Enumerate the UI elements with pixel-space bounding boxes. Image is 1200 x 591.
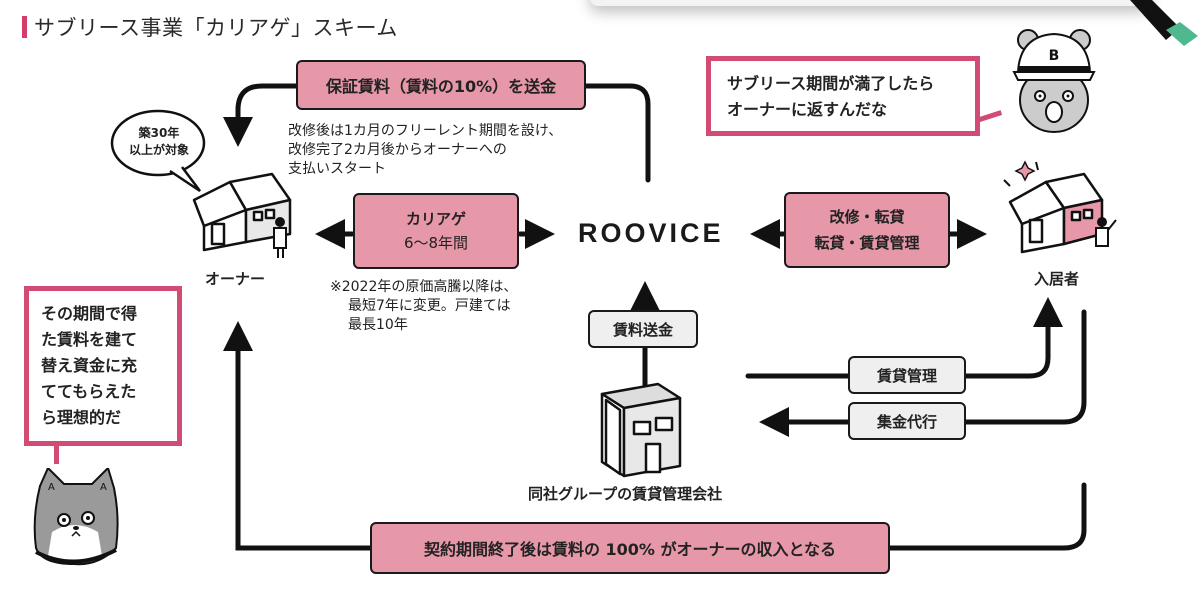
decorative-card-edge: [590, 0, 1150, 6]
cost-note-line: 最長10年: [348, 317, 408, 333]
owner-label: オーナー: [205, 270, 266, 288]
office-building-icon: [600, 382, 682, 478]
guarantee-arrow: [582, 83, 651, 183]
guarantee-rent-box: 保証賃料（賃料の10%）を送金: [296, 60, 586, 110]
bear-cap-letter: B: [1049, 48, 1060, 64]
cat-speech-line: その期間で得: [41, 304, 138, 323]
after-contract-box: 契約期間終了後は賃料の 100% がオーナーの収入となる: [370, 522, 890, 574]
kariage-box: カリアゲ 6〜8年間: [353, 193, 519, 269]
owner-bubble-line: 以上が対象: [128, 143, 189, 157]
cost-note-line: ※2022年の原価高騰以降は、: [330, 279, 518, 295]
guarantee-arrow-left: [223, 83, 301, 147]
guarantee-rent-label: 保証賃料（賃料の10%）を送金: [325, 77, 557, 96]
marker-pen-icon: [1130, 0, 1198, 46]
rent-transfer-box: 賃料送金: [588, 310, 698, 348]
rent-transfer-label: 賃料送金: [612, 320, 673, 339]
cat-speech-line: ら理想的だ: [41, 408, 122, 427]
title-accent-bar: [22, 16, 27, 38]
cat-speech-line: た賃料を建て: [41, 330, 138, 349]
house-with-person-icon: [192, 172, 292, 258]
cat-ear-letter: A: [48, 482, 55, 493]
rental-management-box: 賃貸管理: [848, 356, 966, 394]
management-company-label: 同社グループの賃貸管理会社: [528, 485, 723, 503]
bear-speech-line: オーナーに返すんだな: [727, 100, 888, 119]
owner-bubble-line: 築30年: [138, 126, 180, 140]
house-with-person-sparkle-icon: [1003, 160, 1117, 254]
cost-increase-note: ※2022年の原価高騰以降は、 最短7年に変更。戸建ては 最長10年: [330, 278, 517, 335]
cat-speech-line: 替え資金に充: [41, 356, 138, 375]
renovation-line: 改修・転貸: [829, 208, 905, 226]
renovation-box: 改修・転貸 転貸・賃貸管理: [784, 192, 950, 268]
rental-management-arrow: [745, 297, 1063, 379]
owner-bubble-text: 築30年 以上が対象: [116, 125, 202, 159]
owner-speech-bubble: [110, 109, 206, 193]
cat-speech-line: ててもらえた: [41, 382, 137, 401]
cat-speech-tail: [54, 444, 59, 464]
bear-speech-box: サブリース期間が満了したら オーナーに返すんだな: [706, 56, 980, 136]
free-rent-note-line: 改修完了2カ月後からオーナーへの: [288, 142, 507, 158]
kariage-period: 6〜8年間: [403, 234, 469, 252]
tenant-label: 入居者: [1034, 270, 1080, 288]
collection-agency-arrow: [759, 309, 1087, 437]
rental-management-label: 賃貸管理: [876, 366, 937, 385]
free-rent-note-line: 改修後は1カ月のフリーレント期間を設け、: [288, 123, 563, 139]
cost-note-line: 最短7年に変更。戸建ては: [348, 298, 511, 314]
bear-speech-line: サブリース期間が満了したら: [727, 74, 935, 93]
free-rent-note-line: 支払いスタート: [288, 161, 386, 177]
free-rent-note: 改修後は1カ月のフリーレント期間を設け、 改修完了2カ月後からオーナーへの 支払…: [288, 122, 562, 179]
renovation-line: 転貸・賃貸管理: [814, 234, 920, 252]
collection-agency-box: 集金代行: [848, 402, 966, 440]
bear-character-icon: B: [1012, 29, 1096, 133]
diagram-title: サブリース事業「カリアゲ」スキーム: [34, 16, 398, 40]
cat-speech-box: その期間で得 た賃料を建て 替え資金に充 ててもらえた ら理想的だ: [24, 286, 182, 446]
cat-ear-letter: A: [100, 482, 107, 493]
cat-character-icon: A A: [33, 468, 119, 566]
after-contract-label: 契約期間終了後は賃料の 100% がオーナーの収入となる: [423, 540, 837, 559]
roovice-company-label: ROOVICE: [578, 218, 724, 248]
collection-agency-label: 集金代行: [876, 412, 937, 431]
kariage-title: カリアゲ: [405, 210, 466, 228]
